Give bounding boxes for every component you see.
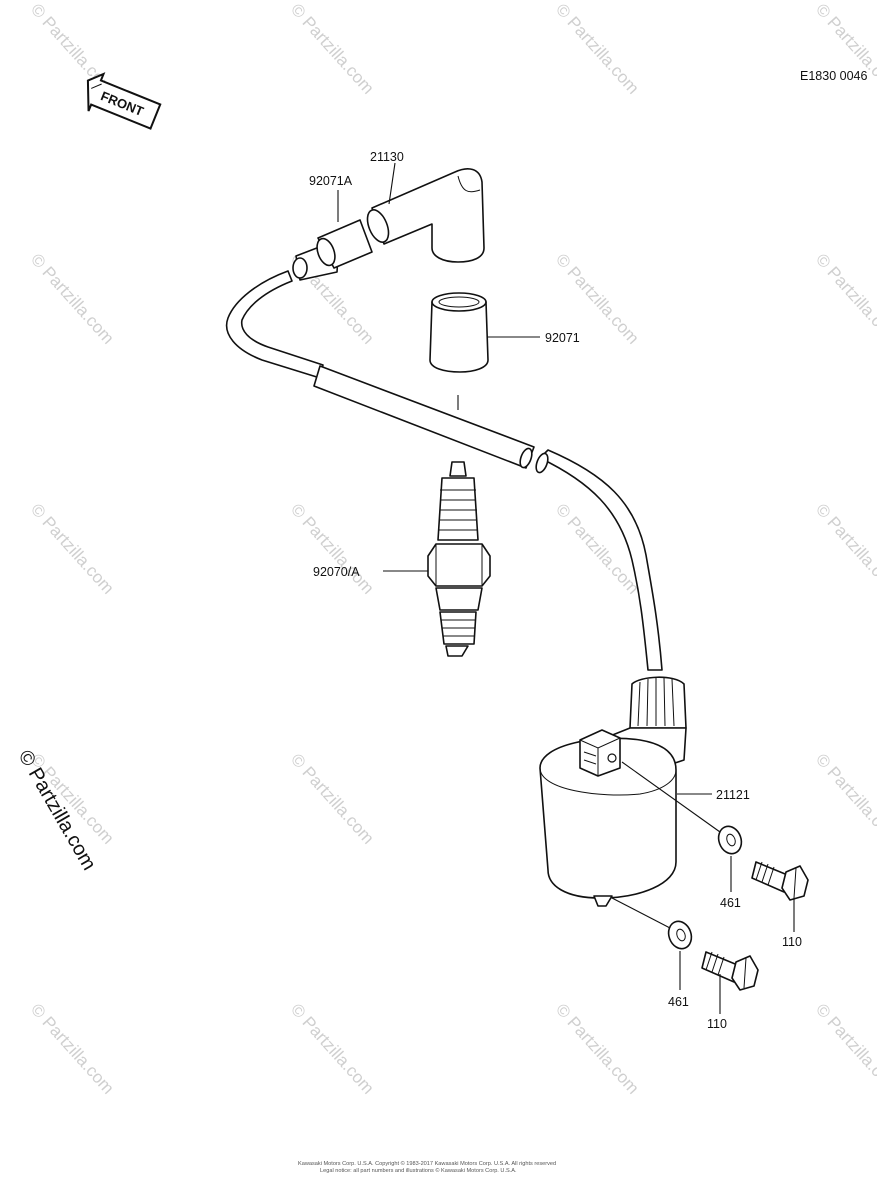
copyright-line-1: Kawasaki Motors Corp. U.S.A. Copyright ©… xyxy=(298,1160,556,1167)
washer-461-upper xyxy=(621,761,743,855)
watermark-text: © Partzilla.com xyxy=(287,0,378,98)
bolt-110-lower xyxy=(701,951,759,991)
leader-lines xyxy=(337,162,795,1014)
copyright-line-2: Legal notice: all part numbers and illus… xyxy=(320,1167,517,1174)
label-461-upper: 461 xyxy=(720,896,741,910)
diagram-code: E1830 0046 xyxy=(800,69,867,83)
watermark-text: © Partzilla.com xyxy=(812,1000,877,1098)
label-461-lower: 461 xyxy=(668,995,689,1009)
watermark-text: © Partzilla.com xyxy=(27,500,118,598)
rubber-cap-92071 xyxy=(429,292,489,373)
watermark-text: © Partzilla.com xyxy=(27,250,118,348)
watermark-text: © Partzilla.com xyxy=(812,250,877,348)
watermark-text: © Partzilla.com xyxy=(287,750,378,848)
label-110-lower: 110 xyxy=(707,1017,727,1031)
spark-plug-92070a xyxy=(427,461,491,657)
watermark-text: © Partzilla.com xyxy=(812,750,877,848)
ignition-coil-21121 xyxy=(539,676,687,907)
label-92071a: 92071A xyxy=(309,174,353,188)
front-arrow-icon: FRONT xyxy=(86,72,162,130)
label-92071: 92071 xyxy=(545,331,580,345)
label-92070a: 92070/A xyxy=(313,565,360,579)
label-21121: 21121 xyxy=(716,788,750,802)
watermark-text: © Partzilla.com xyxy=(812,0,877,98)
watermark-text: © Partzilla.com xyxy=(287,1000,378,1098)
washer-461-lower xyxy=(611,897,693,950)
spark-plug-cap-21130 xyxy=(366,168,485,263)
label-110-upper: 110 xyxy=(782,935,802,949)
watermark-text: © Partzilla.com xyxy=(287,500,378,598)
label-21130: 21130 xyxy=(370,150,404,164)
cap-seal-92071a xyxy=(292,219,373,281)
watermark-text: © Partzilla.com xyxy=(812,500,877,598)
ignition-lead xyxy=(225,270,663,671)
watermark-text: © Partzilla.com xyxy=(552,1000,643,1098)
watermark-text: © Partzilla.com xyxy=(27,1000,118,1098)
watermark-text: © Partzilla.com xyxy=(552,0,643,98)
bolt-110-upper xyxy=(751,861,809,901)
